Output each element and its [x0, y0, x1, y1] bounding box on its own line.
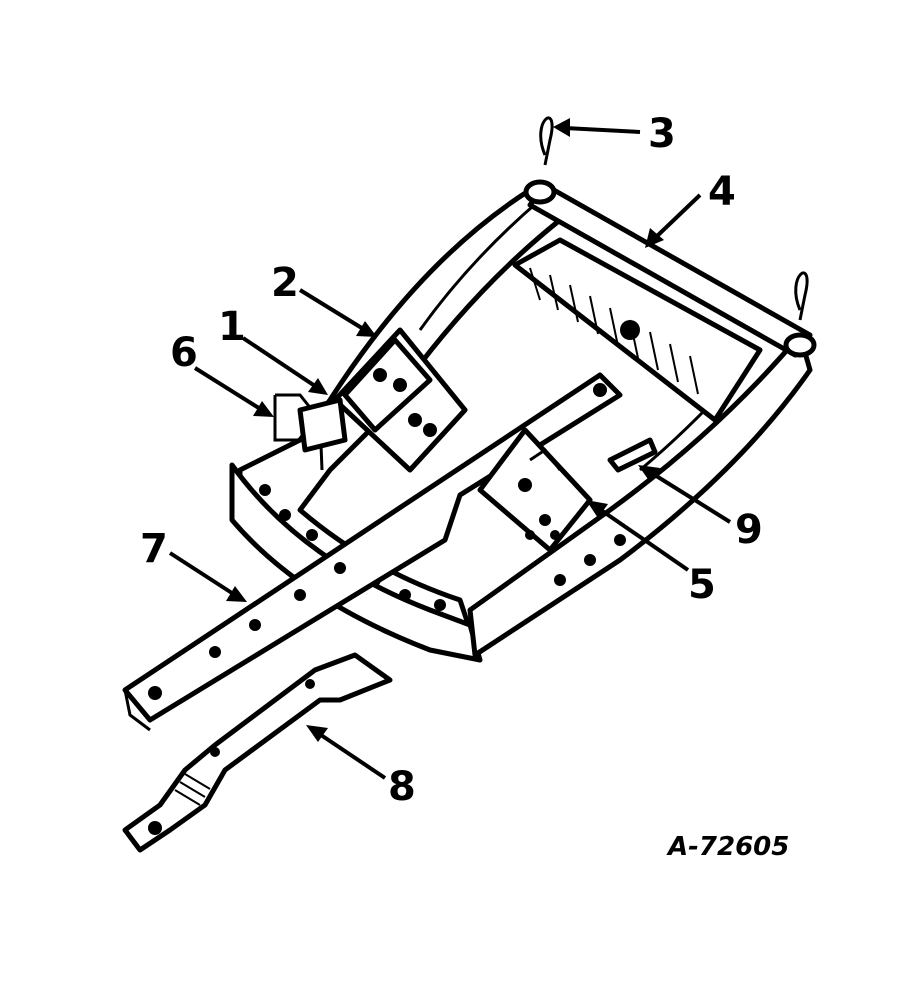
callout-8: 8: [388, 764, 416, 810]
leader-9: [638, 465, 732, 524]
callout-4: 4: [708, 169, 736, 215]
hair-pin-left: [539, 116, 554, 166]
callout-5: 5: [688, 562, 716, 608]
leader-8: [306, 725, 387, 780]
clip: [273, 393, 348, 471]
callout-1: 1: [218, 304, 246, 350]
callout-7: 7: [140, 526, 168, 572]
callout-2: 2: [271, 260, 299, 306]
drawbar-frame: [229, 187, 813, 663]
offset-hitch-bar: [122, 652, 393, 853]
leader-4: [645, 193, 702, 248]
leader-5: [586, 500, 690, 572]
leader-6: [193, 366, 274, 417]
figure-id: A-72605: [666, 832, 789, 862]
callout-6: 6: [170, 330, 198, 376]
hair-pin-right: [794, 271, 809, 321]
leader-7: [168, 551, 247, 602]
callout-9: 9: [735, 507, 763, 553]
cross-channel: [512, 237, 763, 423]
main-drawbar: [122, 372, 623, 732]
leader-1: [241, 336, 328, 395]
left-bracket-plate: [332, 327, 468, 473]
callout-3: 3: [648, 111, 676, 157]
right-bracket-plate: [477, 427, 593, 553]
leader-2: [298, 288, 377, 337]
leader-3: [553, 118, 641, 137]
cotter-key: [607, 437, 658, 473]
rear-pin: [523, 179, 817, 358]
